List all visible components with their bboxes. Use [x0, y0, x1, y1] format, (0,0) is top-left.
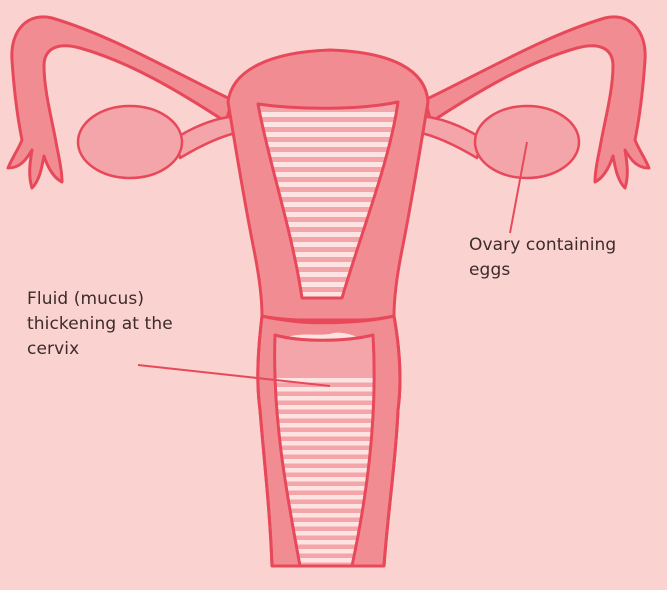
ovary-label-line-1: Ovary containing	[469, 233, 616, 258]
mucus-label: Fluid (mucus) thickening at the cervix	[27, 287, 173, 362]
ovary-label: Ovary containing eggs	[469, 233, 616, 283]
ovary-label-line-2: eggs	[469, 258, 616, 283]
mucus-label-line-1: Fluid (mucus)	[27, 287, 173, 312]
mucus-label-line-3: cervix	[27, 337, 173, 362]
mucus-label-line-2: thickening at the	[27, 312, 173, 337]
uterine-lining-stripe	[240, 112, 420, 117]
ovary-left	[78, 106, 182, 178]
